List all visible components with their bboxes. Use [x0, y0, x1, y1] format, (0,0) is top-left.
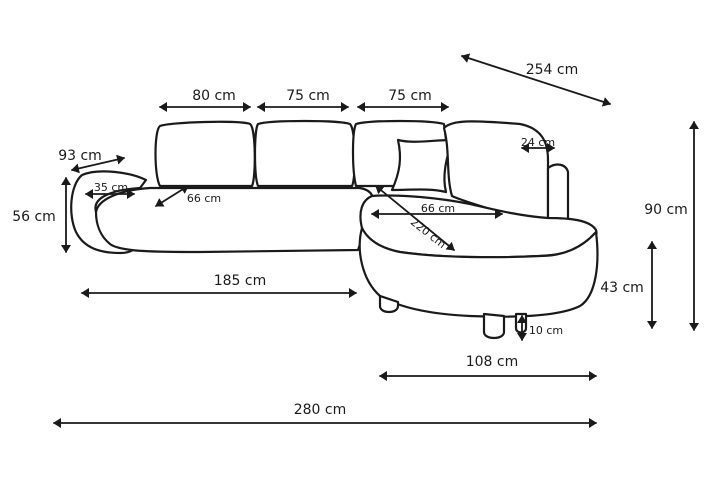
foot-middle [482, 312, 506, 340]
foot-right [514, 312, 528, 334]
dim-line-chaise-diagonal [375, 185, 455, 251]
label-chaise-width: 108 cm [466, 354, 519, 370]
back-cushion-left [154, 120, 256, 188]
label-back-thickness: 24 cm [521, 136, 555, 149]
label-armrest-width: 35 cm [94, 181, 128, 194]
label-leg-height: 10 cm [529, 324, 563, 337]
label-left-section: 185 cm [214, 273, 267, 289]
dim-line-armrest-depth [71, 154, 125, 174]
seat-left [94, 186, 375, 254]
sofa-outline [70, 119, 599, 340]
label-back-cushion-right: 75 cm [388, 88, 432, 104]
pillow [390, 138, 454, 194]
label-seat-depth-left: 66 cm [187, 192, 221, 205]
label-back-cushion-middle: 75 cm [286, 88, 330, 104]
label-total-height: 90 cm [644, 202, 688, 218]
label-seat-height: 43 cm [600, 280, 644, 296]
back-cushion-middle [253, 119, 356, 188]
right-back-support [546, 163, 570, 224]
label-total-length: 280 cm [294, 402, 347, 418]
label-arm-height: 56 cm [12, 209, 56, 225]
label-armrest-depth: 93 cm [58, 148, 102, 164]
label-back-cushion-left: 80 cm [192, 88, 236, 104]
dim-line-seat-depth-left [155, 185, 189, 207]
label-seat-depth-chaise: 66 cm [421, 202, 455, 215]
dim-line-total-depth [461, 53, 611, 107]
label-total-depth: 254 cm [526, 62, 579, 78]
foot-left [378, 294, 400, 314]
